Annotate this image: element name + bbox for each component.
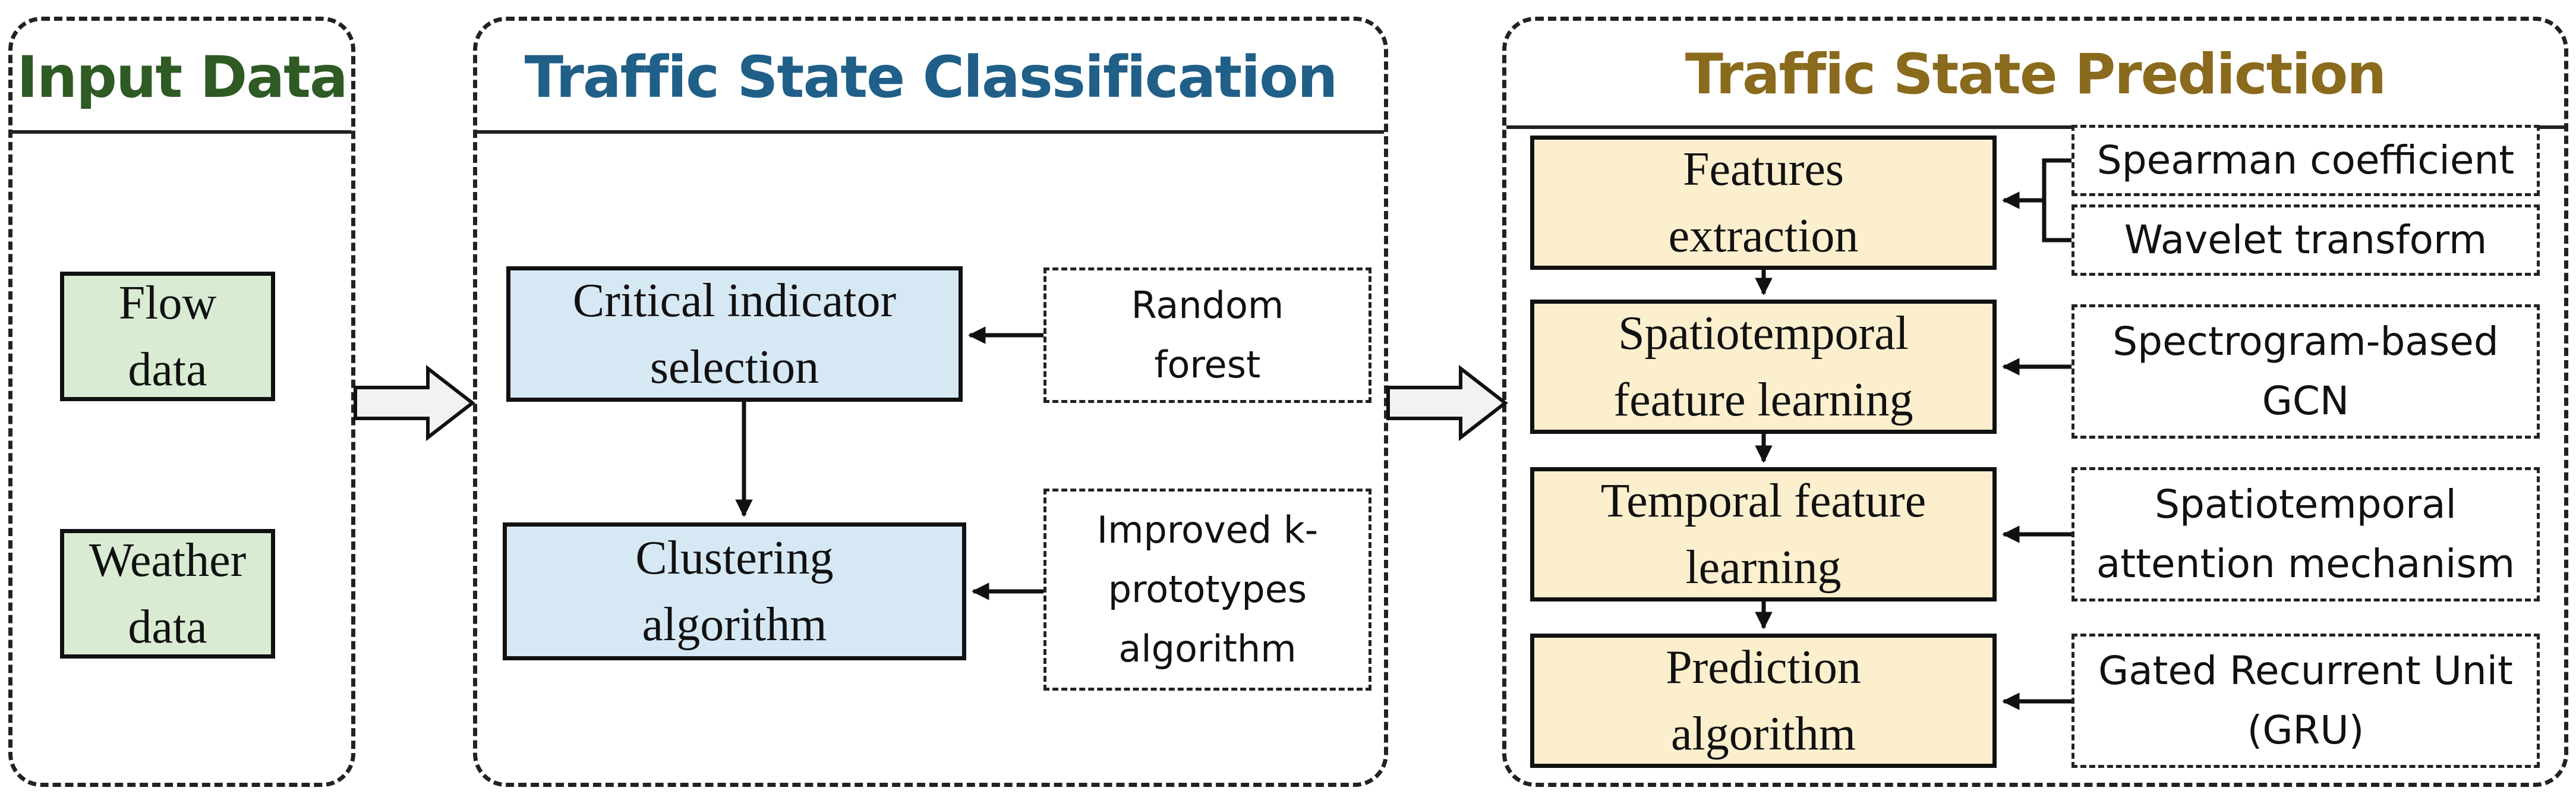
input-to-classification-arrow [354, 364, 475, 442]
feature-methods-bracket [2042, 158, 2071, 242]
features-extraction-box: Features extraction [1530, 136, 1997, 270]
attention-mechanism-box: Spatiotemporal attention mechanism [2071, 467, 2540, 601]
flow-data-box: Flow data [60, 272, 275, 401]
wavelet-transform-box: Wavelet transform [2071, 204, 2540, 276]
spearman-coefficient-box: Spearman coefficient [2071, 125, 2540, 196]
random-forest-box: Random forest [1043, 267, 1371, 403]
classification-title: Traffic State Classification [477, 21, 1384, 134]
spectrogram-gcn-box: Spectrogram-based GCN [2071, 304, 2540, 439]
classification-to-prediction-arrow [1386, 364, 1508, 442]
prediction-algorithm-box: Prediction algorithm [1530, 634, 1997, 768]
input-data-title: Input Data [12, 21, 351, 134]
temporal-learning-box: Temporal feature learning [1530, 467, 1997, 601]
input-data-panel: Input Data [8, 17, 355, 787]
spatiotemporal-learning-box: Spatiotemporal feature learning [1530, 300, 1997, 434]
kprototypes-box: Improved k- prototypes algorithm [1043, 489, 1371, 691]
clustering-algorithm-box: Clustering algorithm [503, 522, 966, 660]
prediction-title: Traffic State Prediction [1506, 21, 2564, 129]
gru-box: Gated Recurrent Unit (GRU) [2071, 634, 2540, 768]
weather-data-box: Weather data [60, 529, 275, 659]
critical-indicator-box: Critical indicator selection [506, 266, 963, 402]
